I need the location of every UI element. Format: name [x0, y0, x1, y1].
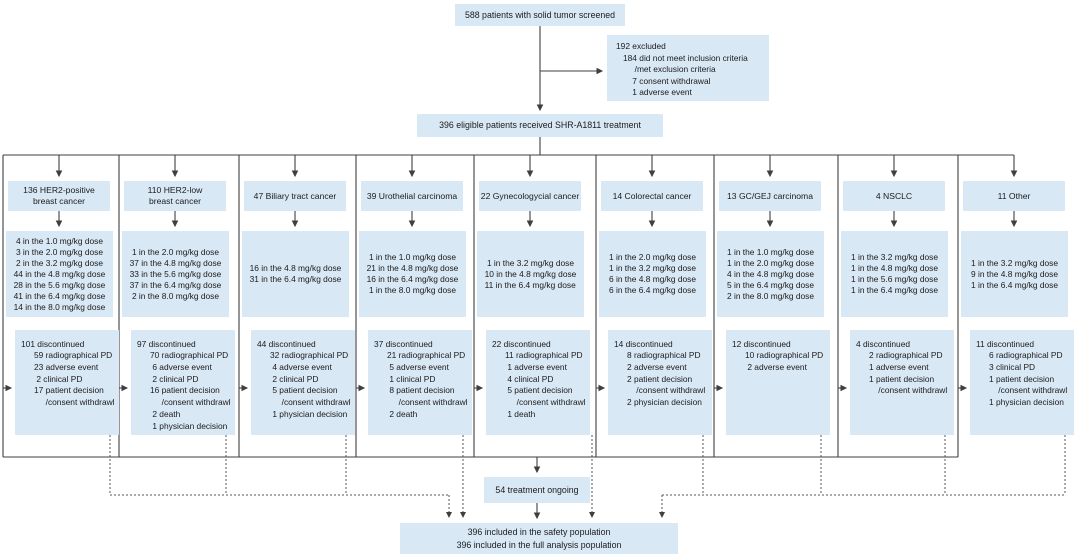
dose-distribution-box-4: 1 in the 1.0 mg/kg dose 21 in the 4.8 mg… [359, 231, 466, 317]
cancer-type-box-5: 22 Gynecologycial cancer [479, 181, 581, 211]
population-box: 396 included in the safety population 39… [400, 523, 678, 554]
cancer-type-box-3: 47 Biliary tract cancer [244, 181, 346, 211]
dose-distribution-box-7: 1 in the 1.0 mg/kg dose 1 in the 2.0 mg/… [717, 231, 824, 317]
dose-lines: 1 in the 2.0 mg/kg dose 1 in the 3.2 mg/… [608, 252, 697, 295]
dose-distribution-box-8: 1 in the 3.2 mg/kg dose 1 in the 4.8 mg/… [841, 231, 948, 317]
discontinued-reasons: 21 radiographical PD 5 adverse event 1 c… [387, 350, 468, 419]
discontinued-total: 44 discontinued [257, 339, 316, 349]
cancer-type-box-7: 13 GC/GEJ carcinoma [719, 181, 821, 211]
discontinued-reasons: 8 radiographical PD 2 adverse event 2 pa… [627, 350, 706, 408]
discontinued-reasons: 32 radiographical PD 4 adverse event 2 c… [270, 350, 351, 419]
dose-lines: 1 in the 3.2 mg/kg dose 10 in the 4.8 mg… [484, 257, 577, 290]
dose-lines: 1 in the 1.0 mg/kg dose 1 in the 2.0 mg/… [726, 246, 815, 301]
discontinued-total: 37 discontinued [374, 339, 433, 349]
dose-lines: 1 in the 1.0 mg/kg dose 21 in the 4.8 mg… [366, 252, 459, 295]
ongoing-box: 54 treatment ongoing [484, 477, 590, 503]
cancer-type-box-6: 14 Colorectal cancer [601, 181, 703, 211]
discontinued-total: 4 discontinued [856, 339, 911, 349]
cancer-type-box-9: 11 Other [963, 181, 1065, 211]
discontinued-total: 97 discontinued [137, 339, 196, 349]
excluded-box: 192 excluded 184 did not meet inclusion … [607, 35, 769, 101]
dose-lines: 1 in the 2.0 mg/kg dose 37 in the 4.8 mg… [129, 246, 222, 301]
dose-lines: 4 in the 1.0 mg/kg dose 3 in the 2.0 mg/… [13, 235, 106, 312]
discontinued-reasons: 59 radiographical PD 23 adverse event 2 … [34, 350, 115, 408]
screened-box: 588 patients with solid tumor screened [455, 4, 625, 26]
discontinued-total: 11 discontinued [976, 339, 1035, 349]
discontinued-total: 101 discontinued [21, 339, 85, 349]
cancer-type-box-2: 110 HER2-low breast cancer [124, 181, 226, 211]
dose-distribution-box-5: 1 in the 3.2 mg/kg dose 10 in the 4.8 mg… [477, 231, 584, 317]
cancer-type-box-8: 4 NSCLC [843, 181, 945, 211]
discontinued-reasons: 10 radiographical PD 2 adverse event [745, 350, 824, 372]
dose-lines: 1 in the 3.2 mg/kg dose 9 in the 4.8 mg/… [970, 257, 1059, 290]
dose-distribution-box-2: 1 in the 2.0 mg/kg dose 37 in the 4.8 mg… [122, 231, 229, 317]
solid-flow-lines [2, 26, 1018, 520]
dose-lines: 1 in the 3.2 mg/kg dose 1 in the 4.8 mg/… [850, 252, 939, 295]
discontinued-reasons: 2 radiographical PD 1 adverse event 1 pa… [869, 350, 948, 396]
cancer-type-box-4: 39 Urothelial carcinoma [361, 181, 463, 211]
dose-distribution-box-1: 4 in the 1.0 mg/kg dose 3 in the 2.0 mg/… [6, 231, 113, 317]
dose-distribution-box-6: 1 in the 2.0 mg/kg dose 1 in the 3.2 mg/… [599, 231, 706, 317]
dose-distribution-box-3: 16 in the 4.8 mg/kg dose 31 in the 6.4 m… [242, 231, 349, 317]
discontinued-total: 14 discontinued [614, 339, 673, 349]
discontinued-reasons: 70 radiographical PD 6 adverse event 2 c… [150, 350, 231, 431]
eligible-box: 396 eligible patients received SHR-A1811… [417, 114, 663, 137]
discontinued-reasons: 6 radiographical PD 3 clinical PD 1 pati… [989, 350, 1068, 408]
cancer-type-box-1: 136 HER2-positive breast cancer [8, 181, 110, 211]
dose-lines: 16 in the 4.8 mg/kg dose 31 in the 6.4 m… [249, 263, 342, 284]
discontinued-total: 22 discontinued [492, 339, 551, 349]
dashed-flow-lines [109, 435, 1066, 518]
dose-distribution-box-9: 1 in the 3.2 mg/kg dose 9 in the 4.8 mg/… [961, 231, 1068, 317]
discontinued-total: 12 discontinued [732, 339, 791, 349]
discontinued-reasons: 11 radiographical PD 1 adverse event 4 c… [505, 350, 586, 419]
